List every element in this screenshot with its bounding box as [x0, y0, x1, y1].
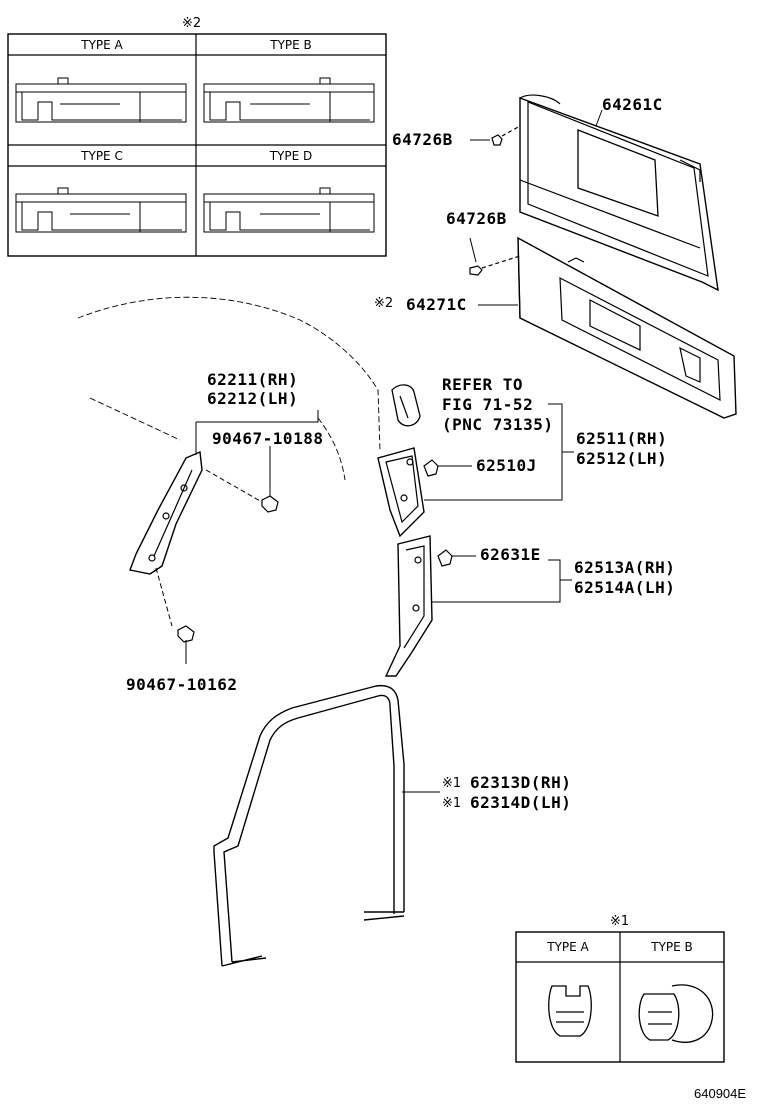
seatbelt-guide-part — [391, 384, 421, 427]
clip-90467-10188 — [261, 495, 279, 513]
type-d-header: TYPE D — [269, 149, 313, 163]
type-a-header: TYPE A — [81, 38, 123, 52]
label-90467-10162: 90467-10162 — [126, 675, 238, 694]
mark-62314d: ※1 — [442, 796, 462, 811]
label-64726b-upper: 64726B — [392, 130, 453, 149]
roof-outline — [77, 296, 381, 451]
type-a-seal-section — [548, 985, 592, 1037]
label-64271c: 64271C — [406, 295, 467, 314]
center-pillar-upper-garnish — [377, 447, 425, 538]
type-c-header: TYPE C — [81, 149, 123, 163]
label-62631e: 62631E — [480, 545, 541, 564]
label-62513a: 62513A(RH) — [574, 558, 676, 577]
door-opening-outline — [89, 397, 346, 481]
type-a-panel-sketch — [15, 77, 187, 123]
lower-panel-64271c — [517, 236, 737, 419]
diagram-id: 640904E — [694, 1086, 747, 1101]
label-64726b-lower: 64726B — [446, 209, 507, 228]
label-62314d: 62314D(LH) — [470, 793, 572, 812]
center-pillar-lower-garnish — [384, 535, 433, 677]
type-c-panel-sketch — [15, 187, 187, 233]
bottom-table-marker: ※1 — [610, 914, 630, 929]
seal-type-a-header: TYPE A — [547, 940, 589, 954]
label-62514a: 62514A(LH) — [574, 578, 676, 597]
label-62313d: 62313D(RH) — [470, 773, 572, 792]
clip-62631e — [437, 549, 453, 567]
type-b-header: TYPE B — [270, 38, 312, 52]
type-d-panel-sketch — [203, 187, 375, 233]
label-fig: FIG 71-52 — [442, 395, 534, 414]
label-62510j: 62510J — [476, 456, 537, 475]
label-64261c: 64261C — [602, 95, 663, 114]
top-table-marker: ※2 — [182, 16, 202, 31]
front-pillar-garnish — [129, 450, 203, 575]
clip-90467-10162 — [177, 625, 195, 643]
type-b-seal-section — [638, 984, 714, 1043]
mark-62313d: ※1 — [442, 776, 462, 791]
type-b-panel-sketch — [203, 77, 375, 123]
clip-62510j — [423, 459, 439, 477]
door-weatherstrip — [213, 684, 405, 967]
seal-type-b-header: TYPE B — [651, 940, 693, 954]
label-refer-to: REFER TO — [442, 375, 524, 394]
label-62212: 62212(LH) — [207, 389, 299, 408]
bottom-type-table — [515, 931, 725, 1063]
clip-64726b-lower — [469, 255, 521, 276]
label-62511: 62511(RH) — [576, 429, 668, 448]
clip-64726b-upper — [491, 125, 521, 146]
back-panel-64261c — [519, 94, 719, 292]
mark-64271c: ※2 — [374, 296, 394, 311]
label-pnc: (PNC 73135) — [442, 415, 554, 434]
label-62211: 62211(RH) — [207, 370, 299, 389]
label-90467-10188: 90467-10188 — [212, 429, 324, 448]
label-62512: 62512(LH) — [576, 449, 668, 468]
top-type-table — [7, 33, 387, 257]
